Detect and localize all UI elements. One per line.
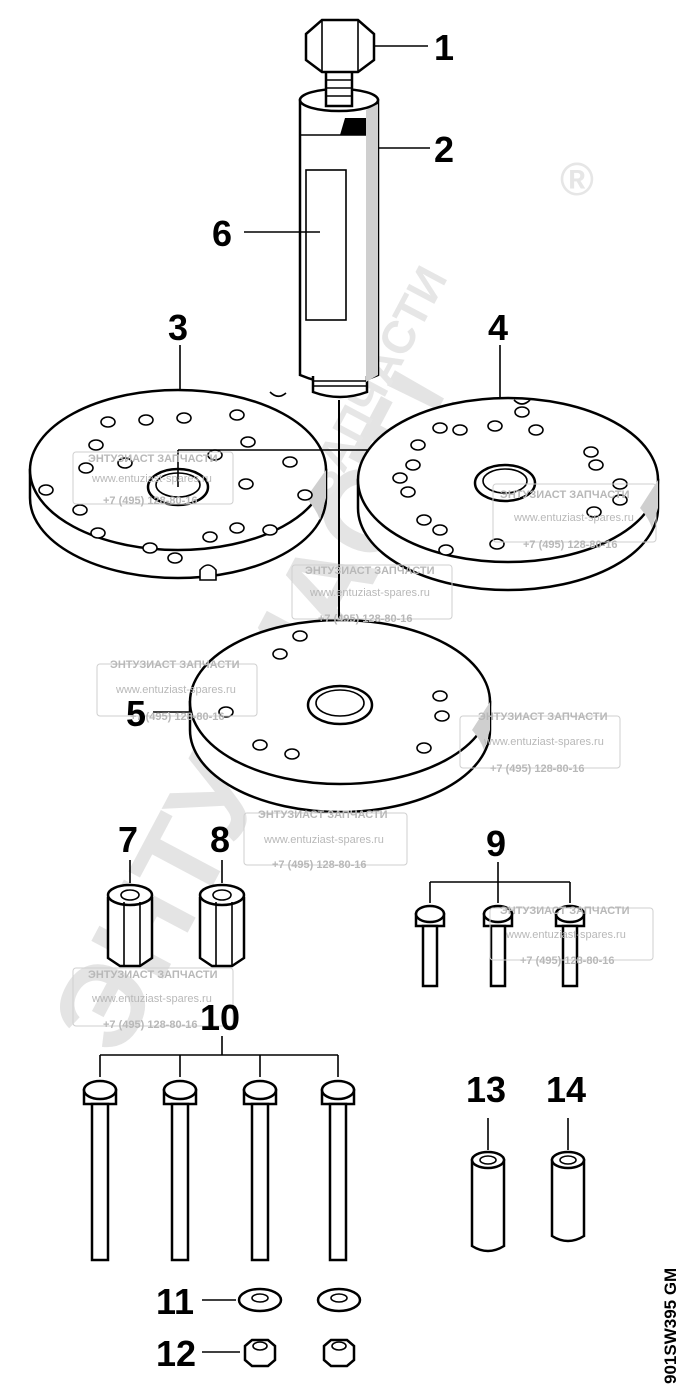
- callout-9: 9: [486, 823, 506, 864]
- callout-3: 3: [168, 307, 188, 348]
- callouts: 1 2 6 3 4 5 7 8 9 10 13 14 11 12: [118, 27, 586, 1374]
- stamp-title: ЭНТУЗИАСТ ЗАПЧАСТИ: [258, 809, 388, 821]
- callout-8: 8: [210, 819, 230, 860]
- stamp-7: ЭНТУЗИАСТ ЗАПЧАСТИ www.entuziast-spares.…: [489, 905, 654, 967]
- stamp-2: ЭНТУЗИАСТ ЗАПЧАСТИ www.entuziast-spares.…: [492, 483, 657, 551]
- stamp-phone: +7 (495) 128-80-16: [318, 613, 412, 625]
- short-screws: [414, 862, 586, 988]
- callout-7: 7: [118, 819, 138, 860]
- callout-10: 10: [200, 997, 240, 1038]
- stamp-phone: +7 (495) 128-80-16: [490, 763, 584, 775]
- stamp-title: ЭНТУЗИАСТ ЗАПЧАСТИ: [88, 453, 218, 465]
- callout-6: 6: [212, 213, 232, 254]
- stamp-title: ЭНТУЗИАСТ ЗАПЧАСТИ: [500, 905, 630, 917]
- stamp-4: ЭНТУЗИАСТ ЗАПЧАСТИ www.entuziast-spares.…: [96, 659, 258, 723]
- callout-1: 1: [434, 27, 454, 68]
- stamp-title: ЭНТУЗИАСТ ЗАПЧАСТИ: [500, 489, 630, 501]
- stamp-watermarks: ЭНТУЗИАСТ ЗАПЧАСТИ www.entuziast-spares.…: [72, 451, 657, 1031]
- callout-11: 11: [156, 1281, 194, 1322]
- stamp-title: ЭНТУЗИАСТ ЗАПЧАСТИ: [478, 711, 608, 723]
- registered-mark: ®: [560, 153, 594, 205]
- stamp-phone: +7 (495) 128-80-16: [523, 539, 617, 551]
- stamp-3: ЭНТУЗИАСТ ЗАПЧАСТИ www.entuziast-spares.…: [291, 564, 453, 625]
- washers-and-nuts: [202, 1287, 362, 1368]
- callout-5: 5: [126, 693, 146, 734]
- stamp-title: ЭНТУЗИАСТ ЗАПЧАСТИ: [305, 565, 435, 577]
- stamp-phone: +7 (495) 128-80-16: [103, 1019, 197, 1031]
- stamp-title: ЭНТУЗИАСТ ЗАПЧАСТИ: [110, 659, 240, 671]
- leader-lines: [153, 45, 501, 713]
- stamp-url: www.entuziast-spares.ru: [505, 929, 626, 941]
- stamp-1: ЭНТУЗИАСТ ЗАПЧАСТИ www.entuziast-spares.…: [72, 451, 234, 507]
- stamp-url: www.entuziast-spares.ru: [115, 684, 236, 696]
- stamp-8: ЭНТУЗИАСТ ЗАПЧАСТИ www.entuziast-spares.…: [72, 967, 234, 1031]
- stamp-url: www.entuziast-spares.ru: [513, 512, 634, 524]
- stamp-url: www.entuziast-spares.ru: [309, 587, 430, 599]
- plate-5: [188, 618, 492, 814]
- stamp-6: ЭНТУЗИАСТ ЗАПЧАСТИ www.entuziast-spares.…: [243, 809, 408, 871]
- plate-4: [356, 396, 660, 592]
- spacer-sleeves: [470, 1118, 586, 1253]
- stamp-url: www.entuziast-spares.ru: [483, 736, 604, 748]
- stamp-url: www.entuziast-spares.ru: [263, 834, 384, 846]
- stamp-5: ЭНТУЗИАСТ ЗАПЧАСТИ www.entuziast-spares.…: [459, 711, 621, 775]
- callout-12: 12: [156, 1333, 196, 1374]
- callout-14: 14: [546, 1069, 586, 1110]
- callout-2: 2: [434, 129, 454, 170]
- long-screws: [82, 1036, 356, 1262]
- bolt-and-sleeve: [298, 18, 380, 720]
- plate-3: [28, 388, 505, 581]
- stamp-phone: +7 (495) 128-80-16: [520, 955, 614, 967]
- reference-code: 901SW395 GM: [661, 1268, 680, 1384]
- stamp-url: www.entuziast-spares.ru: [91, 993, 212, 1005]
- stamp-phone: +7 (495) 128-80-16: [130, 711, 224, 723]
- stamp-phone: +7 (495) 128-80-16: [272, 859, 366, 871]
- coupling-nuts: [106, 860, 246, 968]
- stamp-phone: +7 (495) 128-80-16: [103, 495, 197, 507]
- callout-4: 4: [488, 307, 508, 348]
- stamp-title: ЭНТУЗИАСТ ЗАПЧАСТИ: [88, 969, 218, 981]
- callout-13: 13: [466, 1069, 506, 1110]
- stamp-url: www.entuziast-spares.ru: [91, 473, 212, 485]
